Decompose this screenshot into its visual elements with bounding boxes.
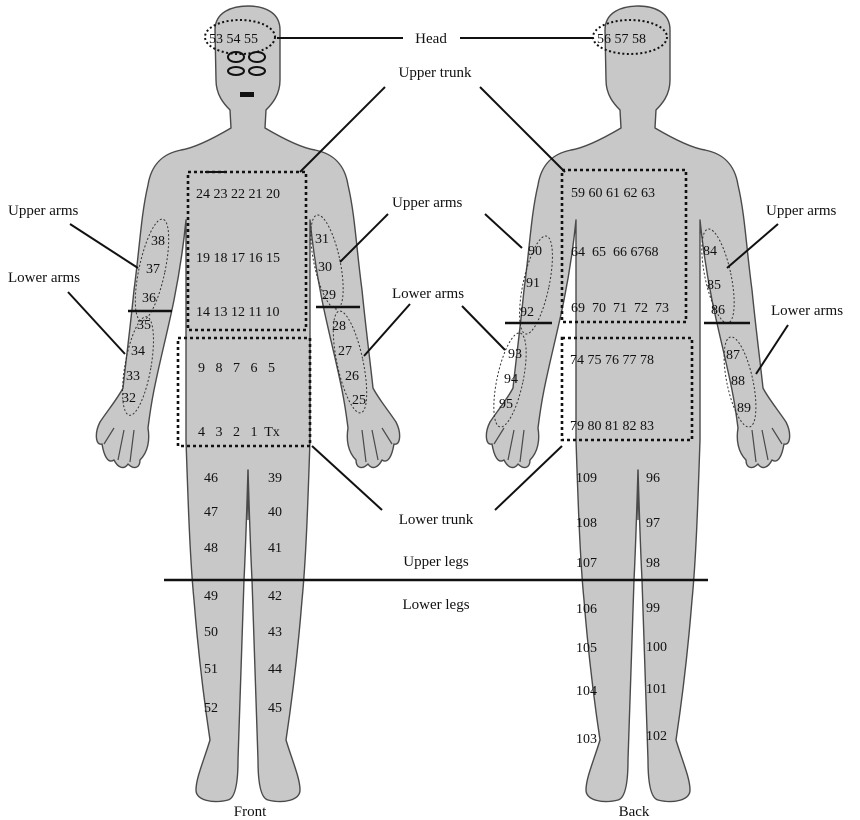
front-right-leg-num: 50	[204, 625, 218, 640]
back-right-leg-num: 99	[646, 601, 660, 616]
front-left-leg-num: 44	[268, 662, 282, 677]
front-left-leg-num: 41	[268, 541, 282, 556]
back-left-leg-num: 108	[576, 516, 597, 531]
front-right-leg-num: 46	[204, 471, 218, 486]
front-left-arm-num: 25	[352, 393, 366, 408]
lower-arms-label-left: Lower arms	[8, 270, 80, 286]
front-left-arm-num: 27	[338, 344, 352, 359]
front-left-leg-num: 40	[268, 505, 282, 520]
back-left-leg-num: 103	[576, 732, 597, 747]
mouth-icon	[240, 92, 254, 97]
back-left-arm-num: 92	[520, 305, 534, 320]
back-right-leg-num: 97	[646, 516, 660, 531]
upper-trunk-leader-back	[480, 87, 565, 172]
lower-arms-leader-mid-back	[462, 306, 505, 350]
upper-arms-label-right: Upper arms	[766, 203, 837, 219]
front-left-arm-num: 28	[332, 319, 346, 334]
back-caption: Back	[619, 804, 650, 820]
front-left-leg-num: 43	[268, 625, 282, 640]
back-lower-trunk-row-1: 74 75 76 77 78	[570, 353, 654, 368]
front-lower-trunk-row-2: 4 3 2 1 Tx	[198, 425, 280, 440]
front-lower-trunk-row-1: 9 8 7 6 5	[198, 361, 275, 376]
front-right-arm-num: 32	[122, 391, 136, 406]
back-right-leg-num: 96	[646, 471, 660, 486]
front-upper-trunk-row-2: 19 18 17 16 15	[196, 251, 280, 266]
front-right-leg-num: 51	[204, 662, 218, 677]
back-right-leg-num: 102	[646, 729, 667, 744]
upper-legs-label: Upper legs	[403, 554, 469, 570]
back-left-leg-num: 107	[576, 556, 597, 571]
lower-arms-leader-mid-front	[364, 304, 410, 356]
back-left-arm-num: 93	[508, 347, 522, 362]
front-right-arm-num: 34	[131, 344, 145, 359]
upper-trunk-label: Upper trunk	[399, 65, 472, 81]
front-left-arm-num: 30	[318, 260, 332, 275]
front-left-leg-num: 45	[268, 701, 282, 716]
back-right-arm-num: 85	[707, 278, 721, 293]
back-right-arm-num: 86	[711, 303, 725, 318]
lower-arms-leader-left	[68, 292, 125, 354]
upper-arms-label-mid: Upper arms	[392, 195, 463, 211]
front-caption: Front	[234, 804, 267, 820]
head-label: Head	[415, 31, 447, 47]
upper-arms-leader-left	[70, 224, 138, 268]
back-left-arm-num: 94	[504, 372, 518, 387]
lower-arms-label-right: Lower arms	[771, 303, 843, 319]
front-left-arm-num: 31	[315, 232, 329, 247]
back-left-leg-num: 109	[576, 471, 597, 486]
back-upper-trunk-row-2: 64 65 66 6768	[571, 245, 659, 260]
lower-arms-label-mid: Lower arms	[392, 286, 464, 302]
lower-legs-label: Lower legs	[402, 597, 469, 613]
front-right-leg-num: 52	[204, 701, 218, 716]
front-right-leg-num: 49	[204, 589, 218, 604]
front-left-leg-num: 42	[268, 589, 282, 604]
upper-arms-label-left: Upper arms	[8, 203, 79, 219]
front-right-leg-num: 48	[204, 541, 218, 556]
back-right-leg-num: 98	[646, 556, 660, 571]
front-figure: 53 54 55 24 23 22 21 20 19 18 17 16 15 1…	[96, 6, 399, 802]
front-left-leg-num: 39	[268, 471, 282, 486]
front-right-arm-num: 37	[146, 262, 160, 277]
upper-arms-leader-mid-back	[485, 214, 522, 248]
back-upper-trunk-row-1: 59 60 61 62 63	[571, 186, 655, 201]
back-left-arm-num: 91	[526, 276, 540, 291]
front-left-arm-num: 29	[322, 288, 336, 303]
front-upper-trunk-row-1: 24 23 22 21 20	[196, 187, 280, 202]
front-left-arm-num: 26	[345, 369, 359, 384]
back-head-numbers: 56 57 58	[597, 32, 646, 47]
back-right-leg-num: 101	[646, 682, 667, 697]
front-right-arm-num: 35	[137, 318, 151, 333]
back-lower-trunk-row-2: 79 80 81 82 83	[570, 419, 654, 434]
back-left-arm-num: 90	[528, 244, 542, 259]
front-head-numbers: 53 54 55	[209, 32, 258, 47]
back-right-arm-num: 89	[737, 401, 751, 416]
front-right-leg-num: 47	[204, 505, 218, 520]
back-upper-trunk-row-3: 69 70 71 72 73	[571, 301, 669, 316]
front-right-arm-num: 33	[126, 369, 140, 384]
back-left-leg-num: 104	[576, 684, 597, 699]
back-left-arm-num: 95	[499, 397, 513, 412]
back-left-leg-num: 106	[576, 602, 597, 617]
front-right-arm-num: 36	[142, 291, 156, 306]
lower-trunk-label: Lower trunk	[399, 512, 474, 528]
back-right-arm-num: 84	[703, 244, 717, 259]
back-figure: 56 57 58 59 60 61 62 63 64 65 66 6768 69…	[486, 6, 789, 802]
front-upper-trunk-row-3: 14 13 12 11 10	[196, 305, 279, 320]
lower-arms-leader-right	[756, 325, 788, 374]
upper-trunk-leader-front	[300, 87, 385, 172]
back-right-arm-num: 87	[726, 348, 740, 363]
back-right-leg-num: 100	[646, 640, 667, 655]
back-right-arm-num: 88	[731, 374, 745, 389]
front-right-arm-num: 38	[151, 234, 165, 249]
back-left-leg-num: 105	[576, 641, 597, 656]
